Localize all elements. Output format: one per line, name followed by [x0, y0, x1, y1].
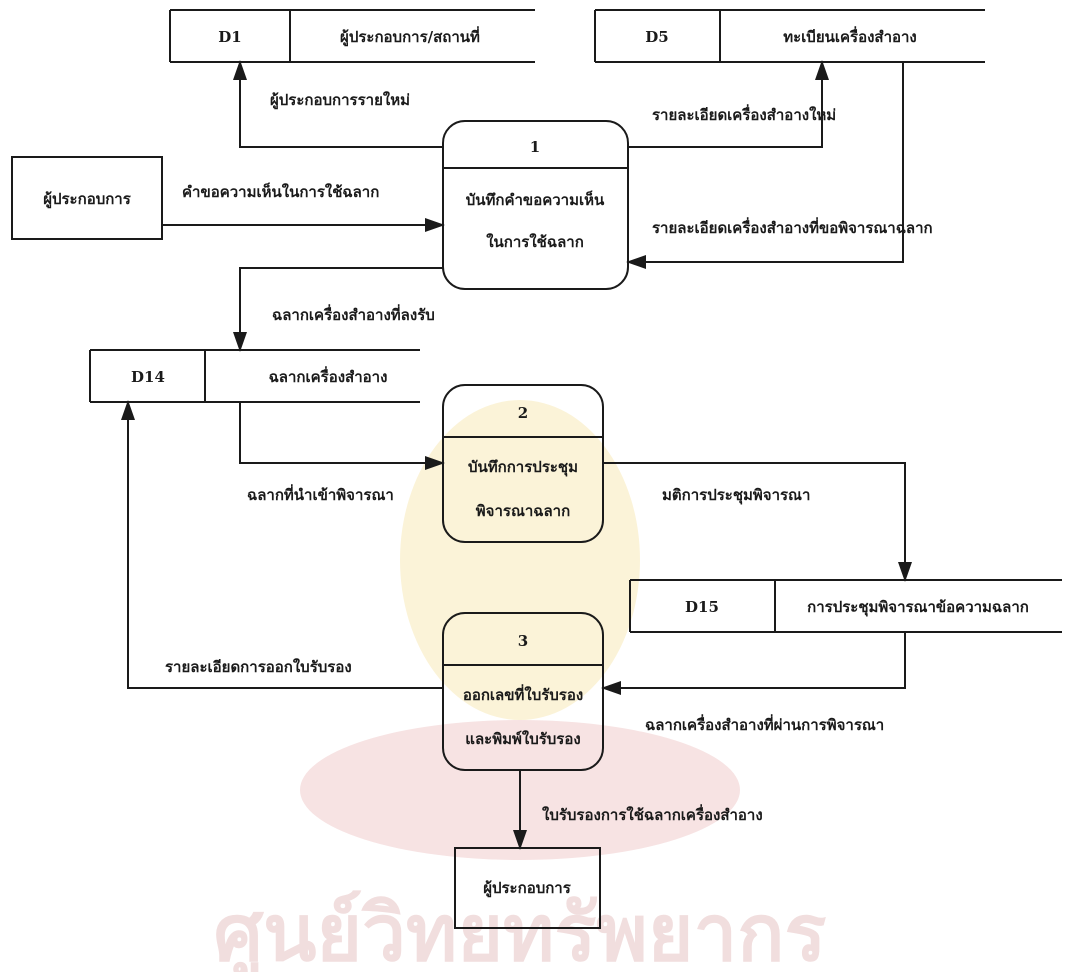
d15-id: D15 [685, 598, 719, 616]
process-1-line2: ในการใช้ฉลาก [486, 233, 584, 251]
flow-meeting-resolution-label: มติการประชุมพิจารณา [662, 486, 810, 505]
data-store-d14 [89, 349, 420, 403]
d14-name: ฉลากเครื่องสำอาง [269, 366, 388, 386]
flow-approved-label-label: ฉลากเครื่องสำอางที่ผ่านการพิจารณา [645, 714, 884, 734]
flow-label-review-line [239, 402, 445, 470]
entity-operator-sink [454, 847, 601, 929]
process-1-number: 1 [530, 138, 540, 156]
d1-name: ผู้ประกอบการ/สถานที่ [340, 26, 480, 47]
d15-name: การประชุมพิจารณาข้อความฉลาก [807, 598, 1029, 617]
entity-operator-sink-label: ผู้ประกอบการ [483, 879, 572, 898]
flow-certificate-label: ใบรับรองการใช้ฉลากเครื่องสำอาง [542, 804, 763, 824]
flow-request-label: คำขอความเห็นในการใช้ฉลาก [182, 182, 379, 201]
entity-operator-source [11, 156, 163, 240]
flow-certificate-detail-line [121, 400, 443, 689]
flow-certificate-detail-label: รายละเอียดการออกใบรับรอง [165, 658, 352, 676]
d14-id: D14 [131, 368, 165, 386]
flow-cosmetic-detail-line [626, 62, 904, 269]
process-3-line1: ออกเลขที่ใบรับรอง [463, 684, 583, 704]
process-1-shape [442, 120, 629, 290]
watermark: ศูนย์วิทยทรัพยากร [214, 400, 827, 972]
flow-new-cosmetic-line [628, 60, 829, 148]
flow-new-operator-label: ผู้ประกอบการรายใหม่ [270, 91, 410, 110]
process-2-line2: พิจารณาฉลาก [476, 502, 570, 520]
flow-label-review-label: ฉลากที่นำเข้าพิจารณา [247, 484, 394, 504]
process-3-number: 3 [518, 632, 528, 650]
data-store-d15 [629, 579, 1062, 633]
flow-approved-label-line [601, 632, 906, 695]
watermark-text: ศูนย์วิทยทรัพยากร [214, 888, 827, 972]
d1-id: D1 [218, 28, 241, 46]
process-3-line2: และพิมพ์ใบรับรอง [465, 730, 580, 748]
flow-new-operator-line [233, 60, 443, 148]
process-2-line1: บันทึกการประชุม [468, 458, 578, 477]
flow-registered-label-line [233, 267, 443, 352]
data-store-d5 [594, 9, 985, 63]
flow-new-cosmetic-label: รายละเอียดเครื่องสำอางใหม่ [652, 104, 836, 124]
process-2-number: 2 [518, 404, 528, 422]
flow-meeting-resolution-line [603, 462, 912, 582]
d5-id: D5 [645, 28, 668, 46]
d5-name: ทะเบียนเครื่องสำอาง [783, 26, 917, 46]
flow-registered-label-label: ฉลากเครื่องสำอางที่ลงรับ [272, 304, 435, 324]
process-1-line1: บันทึกคำขอความเห็น [466, 190, 605, 209]
flow-cosmetic-detail-label: รายละเอียดเครื่องสำอางที่ขอพิจารณาฉลาก [652, 217, 933, 237]
data-store-d1 [169, 9, 535, 63]
entity-operator-source-label: ผู้ประกอบการ [43, 190, 132, 209]
